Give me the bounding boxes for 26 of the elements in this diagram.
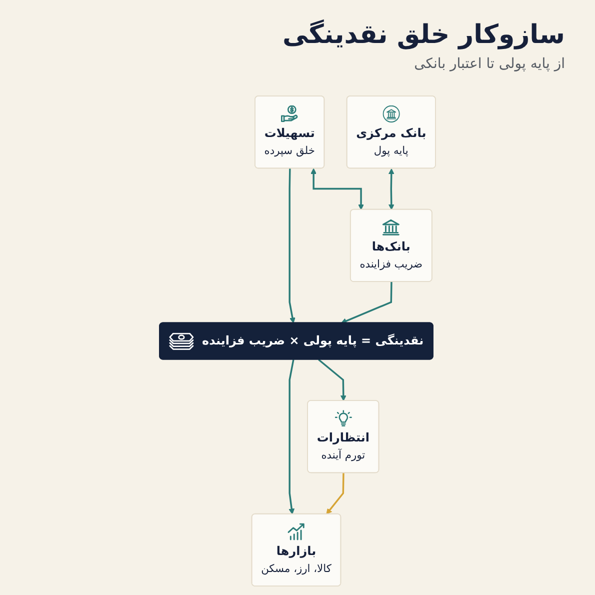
info-card bbox=[254, 96, 325, 169]
card-subtitle: پایه پول bbox=[374, 144, 408, 157]
card-subtitle: کالا، ارز، مسکن bbox=[261, 562, 332, 575]
title: سازوکار خلق نقدینگی bbox=[282, 20, 565, 50]
card-title: انتظارات bbox=[316, 431, 370, 445]
card-subtitle: تورم آینده bbox=[321, 448, 366, 462]
card-title: بانک‌ها bbox=[372, 240, 410, 254]
info-card bbox=[346, 96, 436, 169]
subtitle: از پایه پولی تا اعتبار بانکی bbox=[414, 56, 565, 72]
formula-banner bbox=[159, 322, 434, 360]
double-arrow bbox=[388, 168, 394, 210]
info-card bbox=[251, 513, 342, 586]
double-arrow bbox=[310, 168, 364, 210]
info-card bbox=[307, 400, 380, 474]
arrow bbox=[326, 472, 344, 514]
card-title: بازارها bbox=[276, 544, 316, 558]
card-title: بانک مرکزی bbox=[356, 126, 426, 140]
arrow bbox=[318, 358, 346, 402]
card-subtitle: ضریب فزاینده bbox=[360, 258, 423, 270]
arrow bbox=[288, 359, 295, 514]
arrow bbox=[340, 282, 392, 324]
formula-text: نقدینگی = پایه پولی × ضریب فزاینده bbox=[202, 334, 424, 348]
card-subtitle: خلق سپرده bbox=[264, 144, 315, 157]
info-card bbox=[350, 208, 432, 282]
card-title: تسهیلات bbox=[264, 126, 315, 140]
arrow bbox=[288, 168, 296, 324]
